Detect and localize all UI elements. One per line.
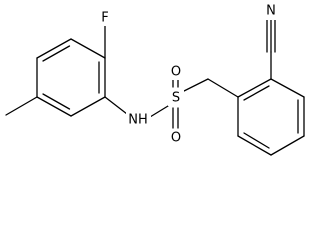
ring-a-bond-1 (70, 38, 106, 59)
ring-a-bond-5 (70, 96, 106, 117)
chemical-structure-diagram: F NH S O O N (5, 3, 305, 156)
ring-a-double-1 (42, 45, 71, 62)
oxygen-top-label: O (171, 65, 181, 80)
ring-a-bond-2 (36, 38, 72, 59)
sulfur-methylene-bond (183, 78, 209, 92)
nitrogen-sulfur-bond (149, 105, 169, 118)
amide-nitrogen-label: NH (128, 113, 148, 128)
methylene-ring-bond (207, 78, 239, 98)
ring-b-double-3 (243, 132, 270, 149)
ring-b-bond-1 (237, 78, 272, 98)
aryl-nitrogen-bond (104, 96, 128, 115)
fluoro-methyl-phenyl-ring (36, 38, 106, 117)
cyano-phenyl-ring (237, 78, 305, 156)
sulfur-atom-label: S (172, 91, 180, 106)
ring-a-double-2 (42, 93, 71, 110)
oxygen-bottom-label: O (171, 131, 181, 146)
ring-b-bond-5 (237, 135, 272, 156)
nitrile-nitrogen-label: N (266, 4, 276, 19)
fluorine-atom-label: F (101, 11, 108, 26)
methyl-bond (5, 96, 38, 116)
ring-a-bond-4 (36, 96, 72, 117)
ring-b-bond-4 (270, 135, 305, 156)
ring-b-bond-2 (270, 78, 305, 98)
ring-b-double-1 (243, 85, 270, 101)
